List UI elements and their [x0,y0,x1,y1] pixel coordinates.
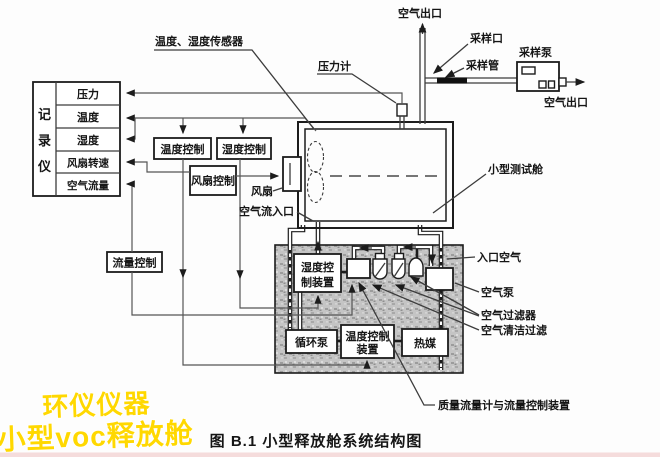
air-clean-filter-leader [371,284,480,331]
fan-motor-box [282,156,302,192]
humidity-device-box [293,253,342,293]
pump-button-2 [547,80,556,89]
watermark-line-1: 环仪仪器 [42,388,151,422]
recorder-row-dividers [56,104,120,174]
flow-control-box [106,251,163,273]
watermark-line-2: 小型voc释放舱 [0,417,194,456]
watermark: 环仪仪器 小型voc释放舱 [0,387,195,456]
humidity-device-label-1: 湿度控 [301,260,334,274]
pressure-gauge [396,103,408,117]
recorder-row-pressure: 压力 [77,87,99,101]
control-boxes: 温度控制 湿度控制 风扇控制 流量控制 [106,137,272,273]
fan-leader [272,187,283,192]
humidity-control-label: 湿度控制 [222,142,266,156]
mass-flow-leader [358,281,435,406]
pump-button-1 [538,80,547,89]
sampling-port-label: 采样口 [469,31,503,45]
air-filter-leader-2 [394,284,480,317]
pressure-signal-line [125,89,403,104]
sensor-leader [154,49,315,130]
recorder-title-char-3: 仪 [37,159,52,174]
inlet-air-label: 入口空气 [477,250,521,264]
humidity-branch-line [125,118,136,143]
air-inlet-label: 空气流入口 [239,204,294,218]
humidity-device-label-2: 制装置 [301,275,334,289]
footer-strip [0,452,660,457]
fan-control-box [189,165,237,196]
flow-control-output-line [131,272,356,316]
gauge-stem [399,116,405,129]
sensor-label: 温度、湿度传感器 [155,34,244,48]
air-outlet-top-label: 空气出口 [398,6,442,20]
chamber-leader [432,173,487,214]
air-outlet-right-label: 空气出口 [544,95,588,109]
flow-control-label: 流量控制 [113,256,157,270]
heat-medium-label: 热媒 [414,336,437,350]
humidity-control-box [216,137,272,160]
pump-outlet-stub [558,77,567,87]
air-inlet-leader [296,211,314,222]
air-pump-leader [454,282,480,293]
sampling-tube-segment [437,77,467,84]
recorder-box [32,81,121,197]
sampling-tube-label: 采样管 [465,58,499,72]
pressure-gauge-leader [317,73,397,104]
air-filter-label: 空气过滤器 [481,308,537,322]
fan-blade-bottom [306,170,325,204]
sampling-port-leader [433,43,469,74]
recorder-title-char-2: 录 [38,133,51,148]
labels: 空气出口 采样口 采样管 采样泵 空气出口 压力计 温度、湿度传感器 小型测试舱… [154,6,588,412]
mass-flow-label: 质量流量计与流量控制装置 [438,398,570,412]
recorder-row-fan-speed: 风扇转速 [67,157,109,170]
conditioning-components: 湿度控 制装置 循环泵 温度控制 装置 热媒 [285,243,454,359]
sampling-pump-label: 采样泵 [518,45,552,59]
inlet-air-leader [446,256,476,260]
circulation-pump-label: 循环泵 [295,335,328,349]
fan-blade-top [306,140,325,174]
fan-speed-line [125,158,190,173]
fan-control-label: 风扇控制 [191,174,235,188]
signal-lines [125,89,403,369]
chamber-inner-wall [304,128,447,222]
mass-flow-controller-box [346,258,371,279]
filter2-body [391,258,406,280]
recorder-row-temperature: 温度 [77,110,100,124]
chamber-label: 小型测试舱 [487,162,544,176]
temperature-device-label-1: 温度控制 [346,329,390,343]
recorder: 记 录 仪 压力 温度 湿度 风扇转速 空气流量 [32,81,121,197]
air-clean-filter-label: 空气清洁过滤 [481,323,547,337]
humidity-control-output-line [239,159,322,309]
dome-filter [408,257,424,277]
air-pump-label: 空气泵 [481,285,514,299]
air-filter-leader-1 [409,276,480,316]
figure-caption: 图 B.1 小型释放舱系统结构图 [210,432,423,450]
temperature-control-label: 温度控制 [161,142,205,156]
fan-label: 风扇 [251,184,273,198]
top-assembly [396,22,586,129]
temp-control-output-line [182,159,371,369]
recorder-row-air-flow: 空气流量 [67,179,109,192]
recorder-row-humidity: 湿度 [77,133,100,147]
recorder-title-char-1: 记 [38,107,51,122]
pressure-gauge-label: 压力计 [318,59,351,73]
temperature-device-label-2: 装置 [356,342,379,356]
pump-display [521,66,536,75]
test-chamber [282,121,454,229]
air-pump-box [425,267,454,291]
outlet-pipe [419,28,426,124]
sampling-tube-leader [444,67,465,78]
filter2-mark [393,262,404,278]
filter1-mark [374,262,386,278]
heat-medium-box [401,328,449,357]
air-flow-line [125,180,135,252]
